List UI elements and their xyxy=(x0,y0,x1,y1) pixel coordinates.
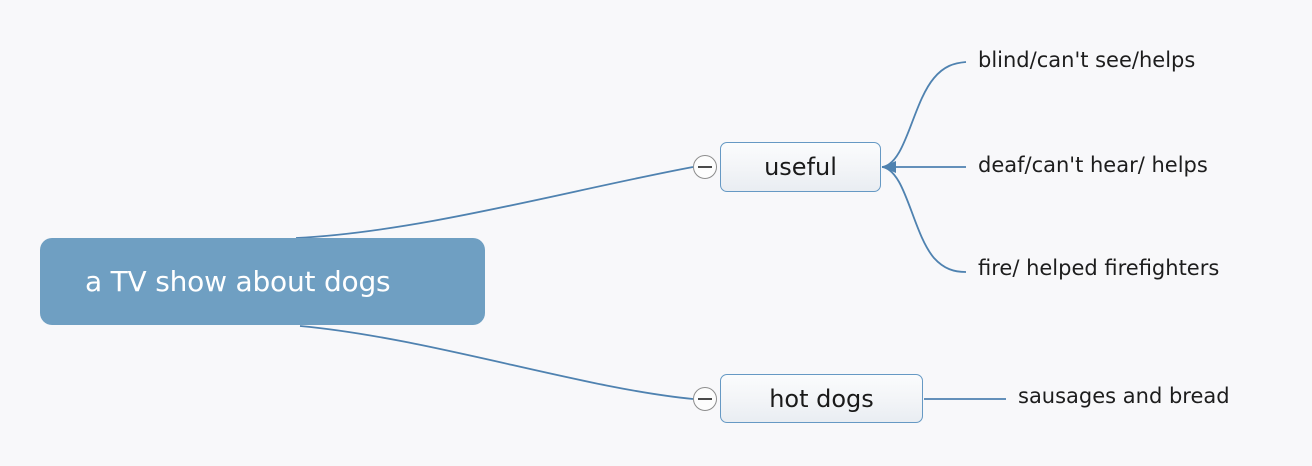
minus-circle-icon-hotdogs[interactable] xyxy=(693,387,717,411)
minus-circle-icon-useful[interactable] xyxy=(693,155,717,179)
leaf-node-fire[interactable]: fire/ helped firefighters xyxy=(978,256,1220,280)
root-node-label: a TV show about dogs xyxy=(85,265,391,298)
connector-root-to-useful xyxy=(295,166,694,239)
leaf-node-blind[interactable]: blind/can't see/helps xyxy=(978,48,1196,72)
root-node[interactable]: a TV show about dogs xyxy=(40,238,485,325)
leaf-node-deaf[interactable]: deaf/can't hear/ helps xyxy=(978,153,1208,177)
connector-useful-to-fire xyxy=(881,166,967,273)
branch-node-useful[interactable]: useful xyxy=(720,142,881,192)
branch-node-hot-dogs[interactable]: hot dogs xyxy=(720,374,923,423)
arrowhead-useful-icon xyxy=(882,161,896,173)
connector-useful-to-blind xyxy=(881,61,967,168)
branch-node-useful-label: useful xyxy=(764,153,837,181)
leaf-node-sausages[interactable]: sausages and bread xyxy=(1018,384,1230,408)
connector-root-to-hotdogs xyxy=(299,325,694,400)
branch-node-hot-dogs-label: hot dogs xyxy=(769,384,874,413)
